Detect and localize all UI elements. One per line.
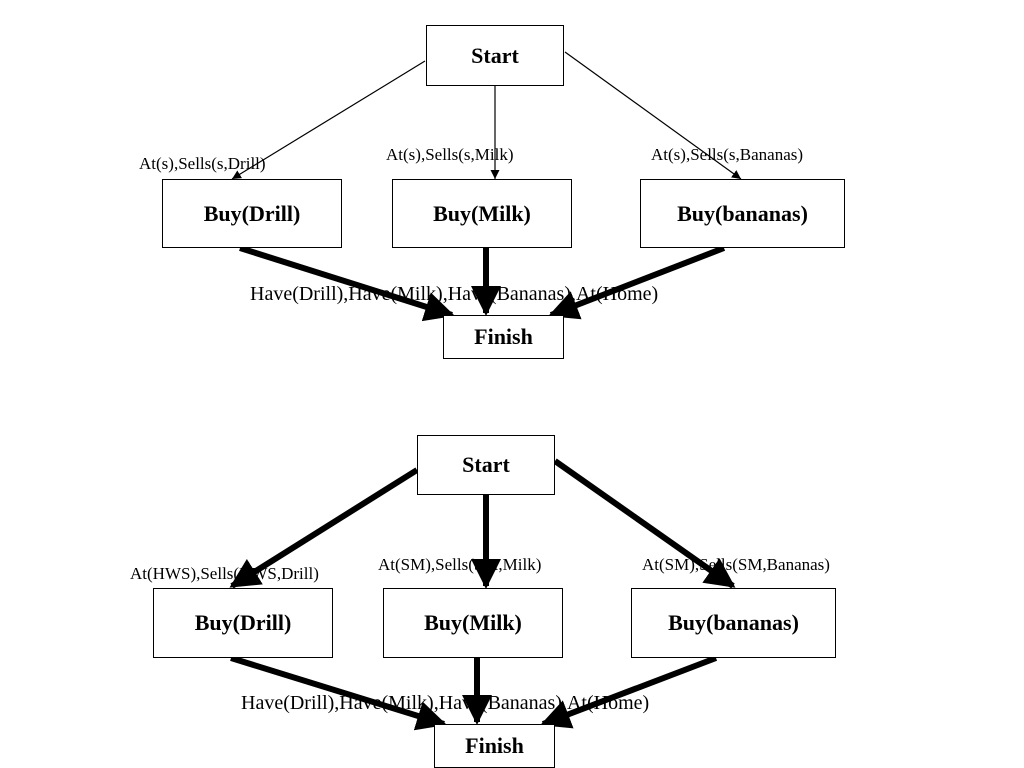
precondition-label-bananas: At(s),Sells(s,Bananas) xyxy=(651,145,804,164)
edge-bananas-to-finish xyxy=(548,245,726,320)
edge-start-to-drill xyxy=(231,60,426,180)
edge-start-to-bananas xyxy=(553,458,736,589)
buy-drill-node: Buy(Drill) xyxy=(153,588,333,658)
precondition-label-milk: At(s),Sells(s,Milk) xyxy=(386,145,514,164)
buy-milk-node: Buy(Milk) xyxy=(392,179,572,248)
edge-start-to-bananas xyxy=(564,51,742,180)
edge-bananas-to-finish xyxy=(540,655,718,729)
edge-drill-to-finish xyxy=(230,655,447,731)
buy-milk-node: Buy(Milk) xyxy=(383,588,563,658)
precondition-label-drill: At(HWS),Sells(HWS,Drill) xyxy=(130,564,319,583)
finish-node: Finish xyxy=(434,724,555,768)
precondition-label-drill: At(s),Sells(s,Drill) xyxy=(139,154,266,173)
start-node: Start xyxy=(426,25,564,86)
finish-node: Finish xyxy=(443,315,564,359)
edge-start-to-drill xyxy=(229,467,419,589)
edge-drill-to-finish xyxy=(239,245,455,322)
buy-bananas-node: Buy(bananas) xyxy=(640,179,845,248)
precondition-label-bananas: At(SM),Sells(SM,Bananas) xyxy=(642,555,830,574)
start-node: Start xyxy=(417,435,555,495)
buy-drill-node: Buy(Drill) xyxy=(162,179,342,248)
buy-bananas-node: Buy(bananas) xyxy=(631,588,836,658)
